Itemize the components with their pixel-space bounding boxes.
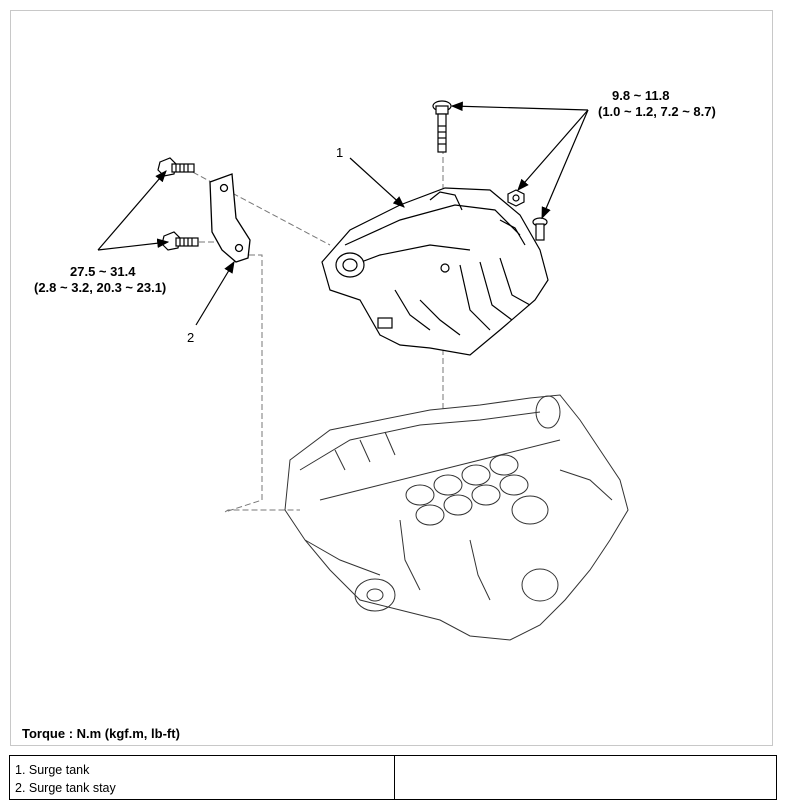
legend-left-cell: 1. Surge tank 2. Surge tank stay — [10, 756, 395, 799]
engine-block-icon — [284, 394, 629, 641]
torque-left-value: 27.5 ~ 31.4 — [70, 264, 136, 279]
legend-right-cell — [395, 756, 776, 799]
surge-tank-icon — [321, 187, 549, 356]
callout-arrows — [97, 101, 589, 326]
cylinder-ports — [405, 454, 529, 526]
figure-frame — [10, 10, 773, 746]
bolt-icon — [532, 217, 548, 241]
bolt-icon — [432, 100, 452, 153]
legend-item: 1. Surge tank — [15, 763, 90, 777]
torque-unit-note: Torque : N.m (kgf.m, lb-ft) — [22, 726, 180, 741]
nut-icon — [507, 189, 525, 207]
legend-item: 2. Surge tank stay — [15, 781, 116, 795]
bolt-icon — [157, 157, 195, 177]
torque-left-conversion: (2.8 ~ 3.2, 20.3 ~ 23.1) — [34, 280, 167, 295]
part-1-callout: 1 — [336, 145, 344, 160]
part-2-callout: 2 — [187, 330, 195, 345]
exploded-view-diagram — [97, 100, 629, 641]
bolt-icon — [161, 231, 199, 251]
torque-top-value: 9.8 ~ 11.8 — [612, 88, 670, 103]
torque-top-conversion: (1.0 ~ 1.2, 7.2 ~ 8.7) — [598, 104, 716, 119]
bracket-icon — [209, 173, 251, 263]
parts-legend: 1. Surge tank 2. Surge tank stay — [9, 755, 777, 800]
